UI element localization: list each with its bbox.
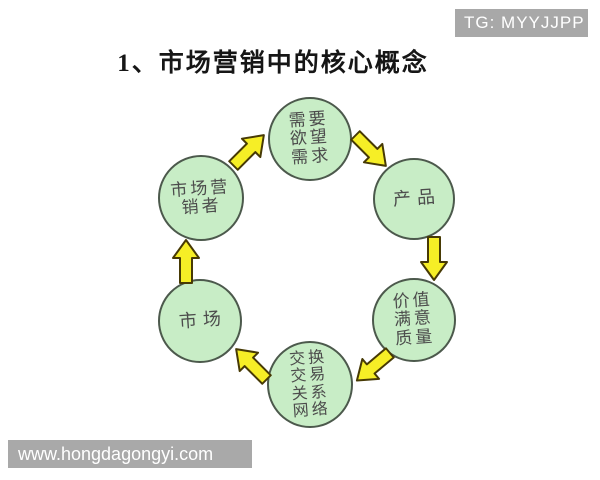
node-marketer-text: 市场营 销者 (170, 177, 232, 219)
tg-watermark-badge: TG: MYYJJPP (455, 9, 588, 37)
arrow-marketer-to-needs (228, 134, 265, 171)
site-watermark: www.hongdagongyi.com (8, 440, 252, 468)
arrow-product-to-value (420, 236, 448, 281)
node-text-line: 销者 (180, 195, 223, 218)
node-text-line: 市场 (178, 308, 228, 332)
node-text-line: 交易 (289, 365, 329, 386)
node-exchange: 交换 交易 关系 网络 (267, 341, 353, 428)
node-needs-text: 需要 欲望 需求 (288, 109, 332, 168)
node-product: 产品 (373, 158, 455, 240)
node-needs: 需要 欲望 需求 (268, 97, 352, 181)
node-value: 价值 满意 质量 (372, 278, 456, 362)
slide-title: 1、市场营销中的核心概念 (117, 50, 429, 77)
node-text-line: 产品 (392, 186, 442, 210)
node-exchange-text: 交换 交易 关系 网络 (289, 349, 332, 421)
node-product-text: 产品 (386, 186, 442, 210)
arrow-exchange-to-market (235, 348, 272, 385)
node-text-line: 需求 (290, 145, 332, 168)
node-value-text: 价值 满意 质量 (392, 290, 436, 349)
node-market: 市场 (158, 279, 242, 363)
arrow-market-to-marketer (172, 239, 200, 284)
node-text-line: 质量 (394, 326, 436, 349)
node-text-line: 网络 (292, 400, 332, 421)
arrow-needs-to-product (350, 130, 387, 167)
node-marketer: 市场营 销者 (158, 155, 244, 241)
node-market-text: 市场 (172, 308, 228, 332)
arrow-value-to-exchange (355, 347, 395, 382)
